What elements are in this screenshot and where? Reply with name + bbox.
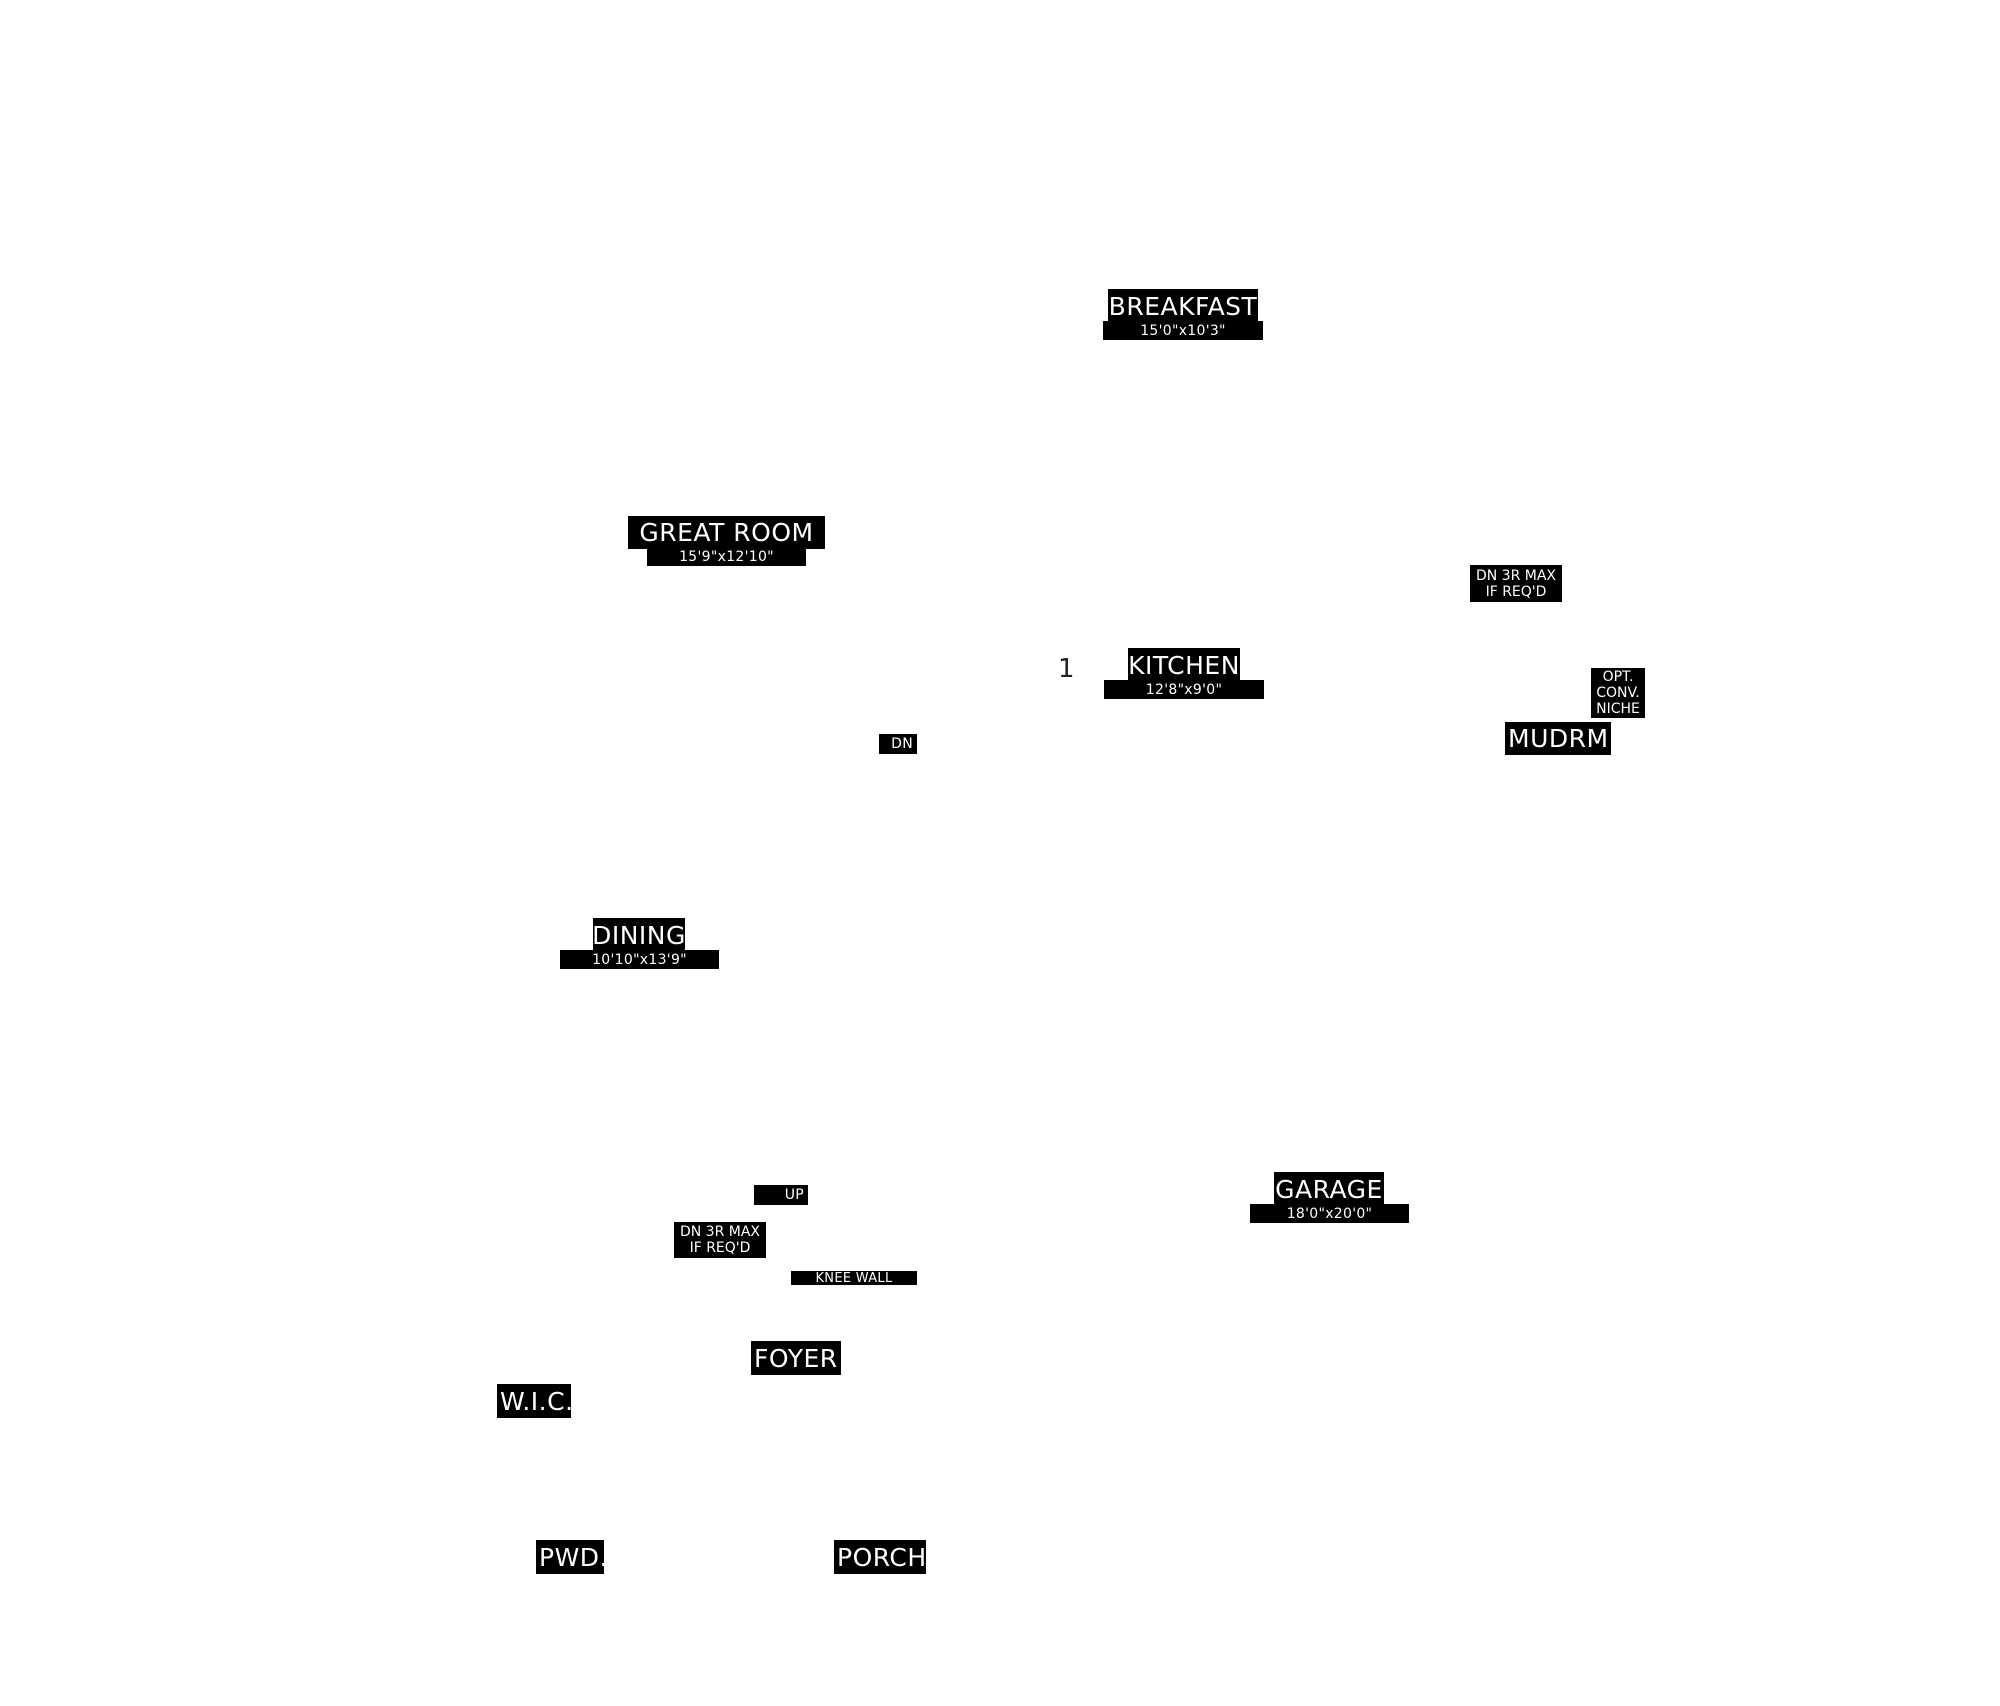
room-label-foyer: FOYER [751, 1341, 841, 1375]
room-label-great-room: GREAT ROOM [628, 516, 825, 549]
room-label-wic: W.I.C. [497, 1384, 573, 1418]
room-label-powder: PWD. [536, 1540, 608, 1574]
room-dims-dining: 10'10"x13'9" [560, 950, 719, 969]
room-dims-breakfast: 15'0"x10'3" [1103, 321, 1263, 340]
room-label-garage: GARAGE [1274, 1172, 1384, 1206]
note-opt-conv-niche: OPT. CONV. NICHE [1591, 668, 1645, 718]
level-number: 1 [1058, 654, 1075, 684]
note-line: DN 3R MAX [679, 1224, 761, 1240]
room-label-mudroom: MUDRM. [1505, 722, 1617, 755]
room-label-porch: PORCH [834, 1540, 926, 1574]
note-line: IF REQ'D [1485, 583, 1547, 600]
room-dims-garage: 18'0"x20'0" [1250, 1204, 1409, 1223]
note-line: CONV. [1596, 685, 1640, 701]
note-knee-wall: KNEE WALL [791, 1271, 917, 1285]
note-dn-3r-max-kitchen: DN 3R MAX IF REQ'D [1470, 565, 1562, 602]
note-dn-3r-max-foyer: DN 3R MAX IF REQ'D [674, 1222, 766, 1258]
note-line: NICHE [1596, 701, 1640, 717]
room-label-kitchen: KITCHEN [1128, 648, 1240, 682]
note-up: UP [754, 1185, 808, 1205]
room-dims-great-room: 15'9"x12'10" [647, 547, 806, 566]
room-dims-kitchen: 12'8"x9'0" [1104, 680, 1264, 699]
note-line: IF REQ'D [689, 1240, 751, 1256]
room-label-dining: DINING [592, 918, 685, 952]
room-label-breakfast: BREAKFAST [1108, 289, 1258, 323]
note-line: DN 3R MAX [1475, 567, 1557, 584]
note-line: OPT. [1602, 669, 1634, 685]
note-dn: DN [879, 734, 917, 754]
